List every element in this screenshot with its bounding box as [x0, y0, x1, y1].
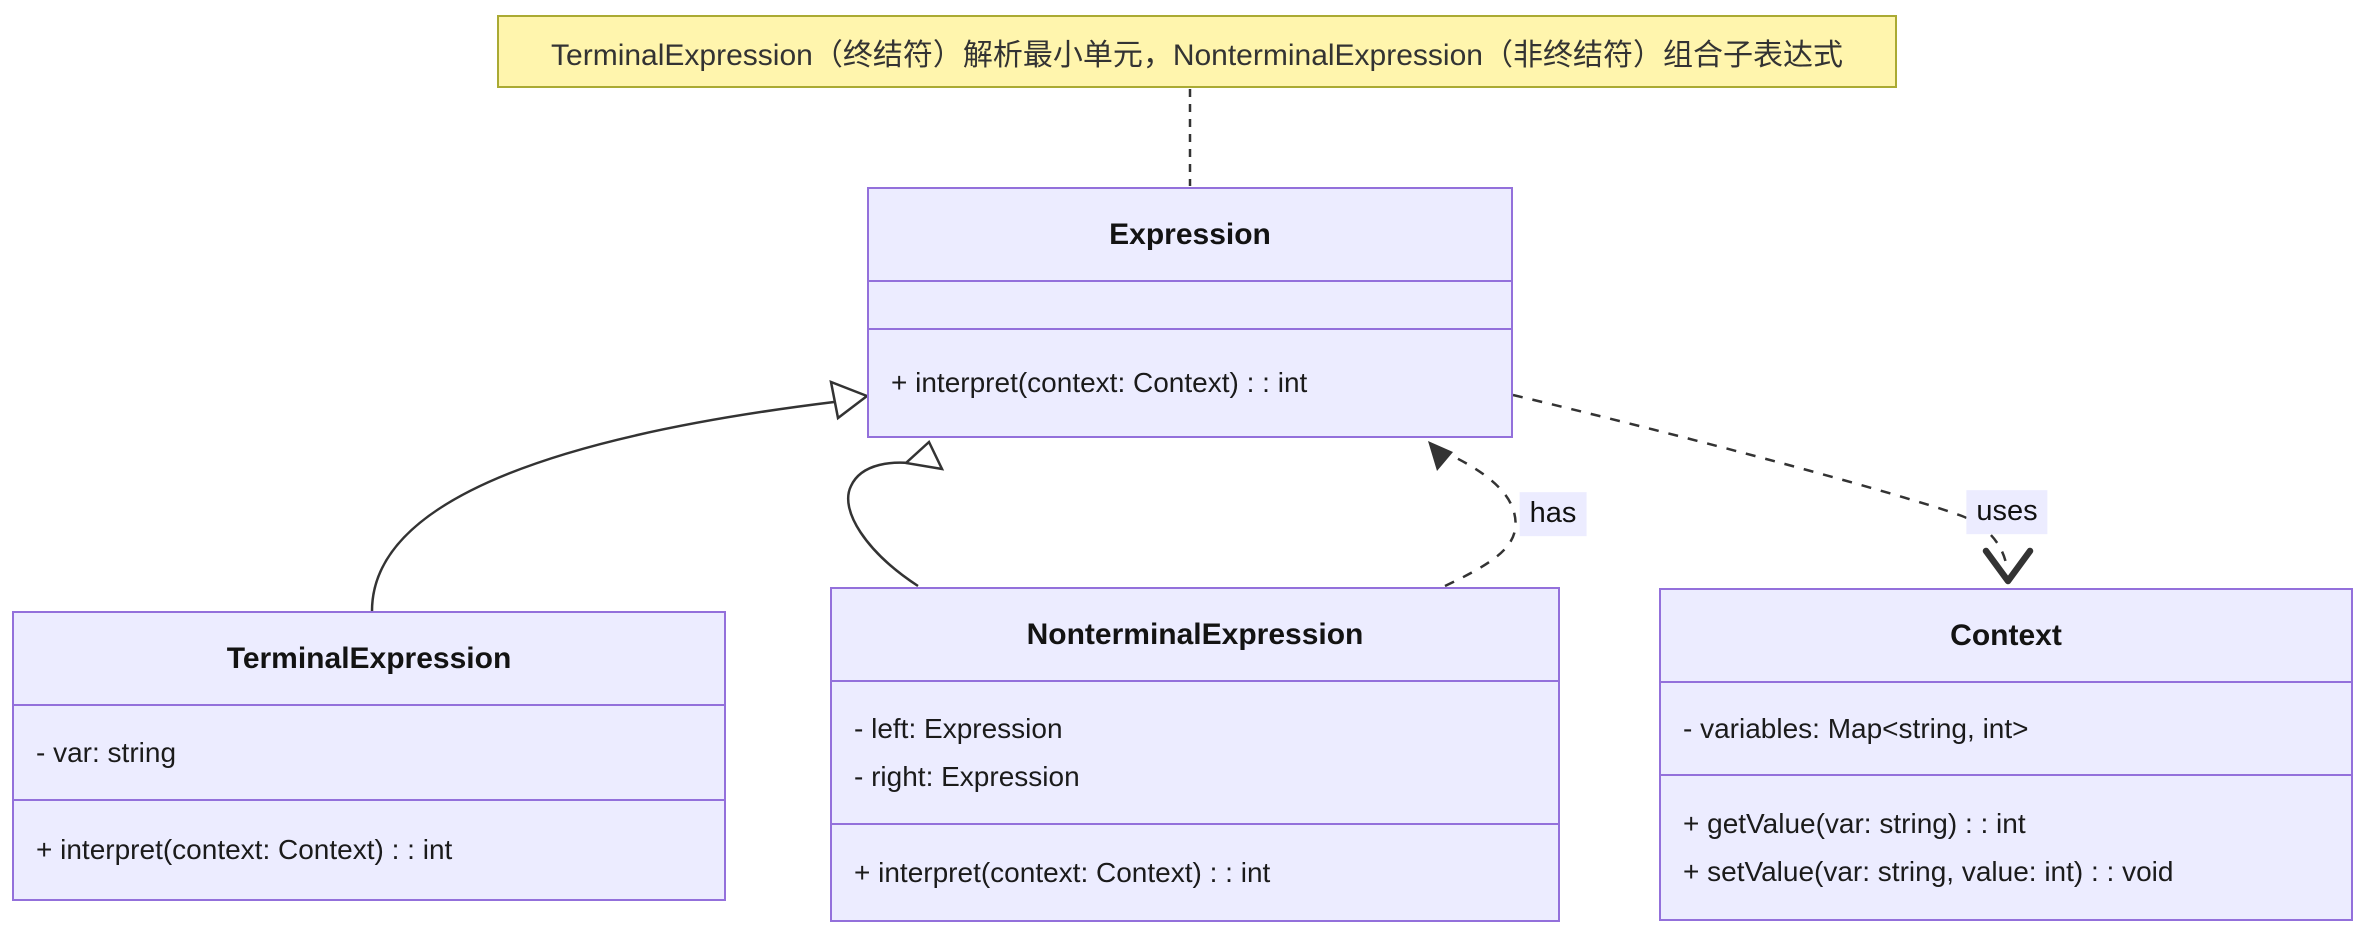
edge-uses: [1512, 393, 2009, 569]
class-method: + interpret(context: Context) : : int: [891, 367, 1308, 398]
class-attribute: - left: Expression: [854, 712, 1063, 744]
class-attributes-section: - var: string: [14, 706, 724, 801]
note-text: TerminalExpression（终结符）解析最小单元，Nontermina…: [551, 38, 1843, 72]
class-attributes-section: - variables: Map<string, int>: [1661, 683, 2351, 776]
edge-has: [1439, 448, 1517, 588]
edge-terminal-inheritance: [370, 400, 835, 612]
class-methods-section: + interpret(context: Context) : : int: [869, 330, 1511, 436]
class-methods-section: + interpret(context: Context) : : int: [832, 825, 1558, 920]
edge-nonterminal-inheritance: [846, 461, 925, 588]
class-title: TerminalExpression: [14, 613, 724, 706]
class-box-terminalexpression: TerminalExpression - var: string + inter…: [12, 611, 726, 901]
class-title: Expression: [869, 189, 1511, 282]
class-title: NonterminalExpression: [832, 589, 1558, 682]
inheritance-triangle-icon: [903, 439, 945, 471]
class-box-context: Context - variables: Map<string, int> + …: [1659, 588, 2353, 921]
class-method: + interpret(context: Context) : : int: [36, 834, 453, 865]
class-attributes-section: [869, 282, 1511, 330]
dependency-arrowhead-icon: [1982, 547, 2034, 585]
class-method: + setValue(var: string, value: int) : : …: [1683, 855, 2174, 887]
class-methods-section: + interpret(context: Context) : : int: [14, 801, 724, 899]
class-title: Context: [1661, 590, 2351, 683]
note: TerminalExpression（终结符）解析最小单元，Nontermina…: [497, 15, 1897, 88]
class-method: + interpret(context: Context) : : int: [854, 856, 1271, 888]
edge-label-has: has: [1519, 492, 1587, 536]
class-box-nonterminalexpression: NonterminalExpression - left: Expression…: [830, 587, 1560, 922]
edge-label-uses: uses: [1966, 490, 2048, 534]
class-method: + getValue(var: string) : : int: [1683, 807, 2026, 839]
class-methods-section: + getValue(var: string) : : int + setVal…: [1661, 776, 2351, 919]
class-attribute: - right: Expression: [854, 760, 1080, 792]
class-attribute: - variables: Map<string, int>: [1683, 712, 2029, 744]
dependency-arrowhead-icon: [1428, 441, 1453, 471]
class-attributes-section: - left: Expression - right: Expression: [832, 682, 1558, 825]
inheritance-triangle-icon: [829, 380, 870, 421]
class-attribute: - var: string: [36, 736, 177, 768]
class-box-expression: Expression + interpret(context: Context)…: [867, 187, 1513, 438]
